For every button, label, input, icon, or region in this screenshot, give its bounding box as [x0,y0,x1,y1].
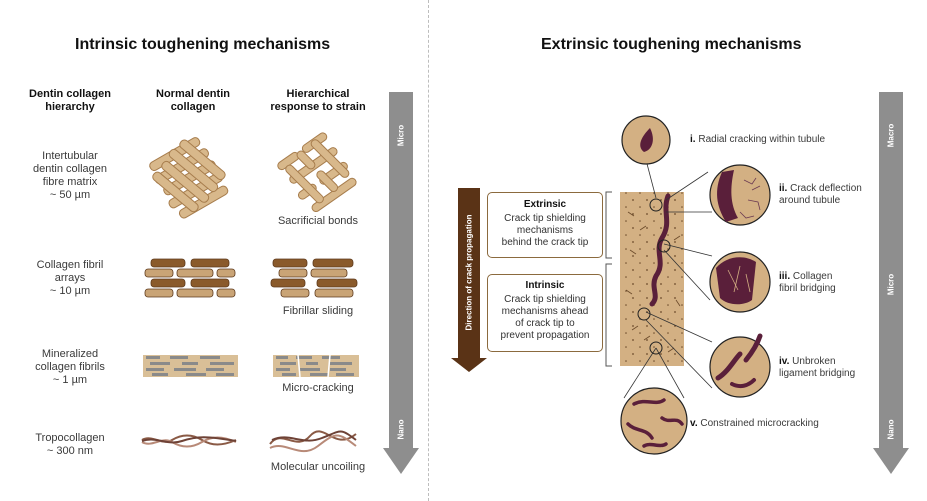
fibril-arrays-normal [144,258,236,298]
callout-connectors [623,159,713,399]
header-hierarchy: Dentin collagen hierarchy [29,88,111,113]
callout-circle-ii [709,164,771,226]
intrinsic-box-text: Crack tip shielding mechanisms ahead of … [500,294,590,341]
response-fibrillar-sliding: Fibrillar sliding [282,305,354,317]
intrinsic-arrow-top-label: Micro [396,124,406,147]
callout-ii: ii. Crack deflection around tubule [779,183,862,206]
fibril-arrays-response [270,258,358,298]
fibre-matrix-normal [149,137,229,219]
callout-circle-iii [709,251,771,313]
callout-circle-v [620,387,688,455]
fibre-matrix-response [277,132,357,213]
header-response: Hierarchical response to strain [270,88,366,113]
callout-circle-iv [709,333,771,398]
intrinsic-title: Intrinsic toughening mechanisms [75,36,331,53]
callout-i: i. Radial cracking within tubule [690,134,826,145]
extrinsic-box-text: Crack tip shielding mechanisms behind th… [501,213,589,248]
dentin-block [620,192,684,366]
tropocollagen-response [269,430,357,452]
level-label-tropocollagen: Tropocollagen ~ 300 nm [35,432,105,457]
response-micro-cracking: Micro-cracking [282,382,354,394]
tropocollagen-normal [141,434,237,448]
callout-iii: iii. Collagen fibril bridging [779,271,836,294]
intrinsic-arrow-bottom-label: Nano [396,419,406,440]
box-brackets [605,191,612,367]
extrinsic-arrow-macro-label: Macro [886,123,896,148]
header-normal-collagen: Normal dentin collagen [156,88,230,113]
direction-arrow-label: Direction of crack propagation [464,214,474,331]
callout-iv: iv. Unbroken ligament bridging [779,356,856,379]
mineralized-fibrils-response [273,354,359,378]
crack-markers [637,198,671,355]
mineralized-fibrils-normal [143,355,238,377]
level-label-mineralized-fibrils: Mineralized collagen fibrils ~ 1 µm [35,348,105,386]
extrinsic-title: Extrinsic toughening mechanisms [541,36,802,53]
callout-v: v. Constrained microcracking [690,418,819,429]
extrinsic-arrow-nano-label: Nano [886,419,896,440]
level-label-fibril-arrays: Collagen fibril arrays ~ 10 µm [36,259,104,297]
extrinsic-box-title: Extrinsic [523,199,567,210]
response-sacrificial-bonds: Sacrificial bonds [277,215,359,227]
response-molecular-uncoiling: Molecular uncoiling [270,461,366,473]
direction-arrow [451,188,487,372]
scale-arrow-extrinsic [873,92,909,474]
extrinsic-arrow-micro-label: Micro [886,273,896,296]
extrinsic-box: Extrinsic Crack tip shielding mechanisms… [487,192,603,258]
intrinsic-box-title: Intrinsic [525,280,565,291]
intrinsic-box: Intrinsic Crack tip shielding mechanisms… [487,274,603,352]
callout-circle-i [621,115,671,165]
level-label-fibre-matrix: Intertubular dentin collagen fibre matri… [32,150,107,201]
scale-arrow-intrinsic [383,92,419,474]
section-divider [428,0,429,501]
